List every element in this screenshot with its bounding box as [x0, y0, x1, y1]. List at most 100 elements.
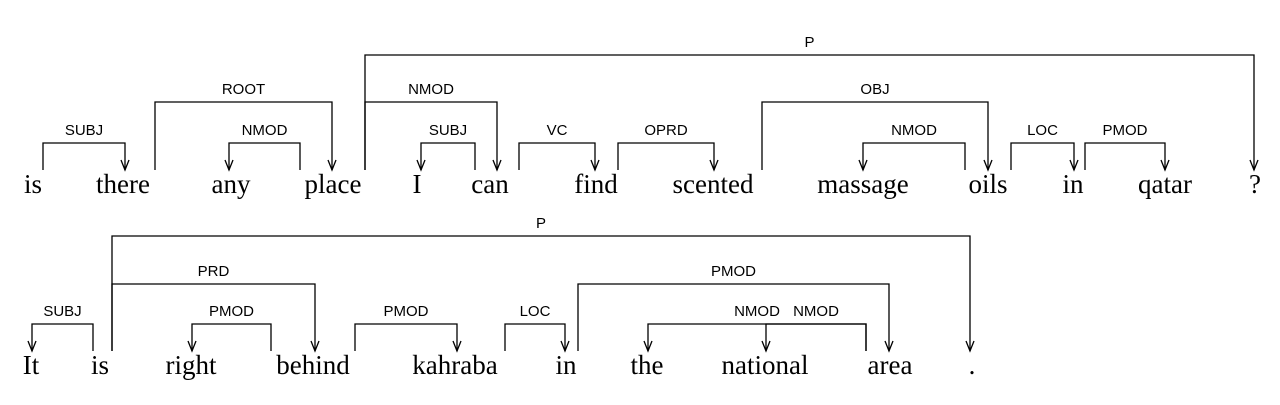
arc-line: [354, 323, 458, 351]
word-token: is: [24, 169, 42, 199]
arc-label: OPRD: [644, 122, 688, 139]
dependency-arc-subj: SUBJ: [27, 303, 94, 353]
arc-label: SUBJ: [43, 303, 81, 320]
arrowhead-icon: [709, 159, 719, 172]
word-token: can: [471, 169, 509, 199]
arc-label: PRD: [198, 263, 230, 280]
word-token: in: [555, 350, 577, 380]
dependency-arc-pmod: PMOD: [187, 303, 272, 353]
arc-line: [761, 101, 989, 170]
dependency-arc-nmod: NMOD: [224, 122, 301, 172]
word-token: oils: [968, 169, 1007, 199]
arc-line: [504, 323, 566, 351]
arc-line: [154, 101, 333, 170]
arc-line: [765, 323, 867, 351]
word-token: there: [96, 169, 150, 199]
arc-line: [518, 142, 596, 170]
dependency-arc-subj: SUBJ: [416, 122, 476, 172]
sentence-1: SUBJ ROOT NMOD P NMOD SUBJ VC OPRD OBJ NMOD LOC PMO…: [24, 34, 1261, 199]
arrowhead-icon: [884, 340, 894, 353]
arrowhead-icon: [858, 159, 868, 172]
dependency-arc-oprd: OPRD: [617, 122, 719, 172]
arrowhead-icon: [1069, 159, 1079, 172]
arc-label: LOC: [520, 303, 551, 320]
arc-label: PMOD: [209, 303, 254, 320]
dependency-arc-vc: VC: [518, 122, 600, 172]
arc-line: [617, 142, 715, 170]
arc-line: [364, 54, 1255, 170]
arc-line: [364, 101, 498, 170]
word-token: national: [722, 350, 809, 380]
word-token: scented: [673, 169, 754, 199]
word-token: ?: [1249, 169, 1261, 199]
word-token: is: [91, 350, 109, 380]
arc-line: [577, 283, 890, 351]
word-token: It: [23, 350, 40, 380]
arc-label: P: [536, 215, 546, 232]
arrowhead-icon: [120, 159, 130, 172]
word-token: place: [305, 169, 362, 199]
arrowhead-icon: [224, 159, 234, 172]
arc-label: PMOD: [711, 263, 756, 280]
arc-label: P: [804, 34, 814, 51]
word-token: area: [868, 350, 913, 380]
arc-label: OBJ: [860, 81, 889, 98]
dependency-arc-pmod: PMOD: [577, 263, 894, 353]
arc-line: [862, 142, 966, 170]
arc-label: NMOD: [891, 122, 937, 139]
word-token: find: [574, 169, 618, 199]
arrowhead-icon: [27, 340, 37, 353]
arrowhead-icon: [590, 159, 600, 172]
arc-label: ROOT: [222, 81, 265, 98]
arc-line: [1010, 142, 1075, 170]
word-token: qatar: [1138, 169, 1192, 199]
dependency-arc-root: ROOT: [154, 81, 337, 172]
arrowhead-icon: [761, 340, 771, 353]
arc-label: LOC: [1027, 122, 1058, 139]
arc-line: [111, 235, 971, 351]
arc-label: SUBJ: [65, 122, 103, 139]
dependency-arc-subj: SUBJ: [42, 122, 130, 172]
dependency-arc-nmod: NMOD: [858, 122, 966, 172]
arc-line: [420, 142, 476, 170]
arrowhead-icon: [416, 159, 426, 172]
arc-line: [228, 142, 301, 170]
dependency-arc-pmod: PMOD: [1084, 122, 1170, 172]
word-token: .: [969, 350, 976, 380]
dependency-arc-loc: LOC: [1010, 122, 1079, 172]
arc-label: SUBJ: [429, 122, 467, 139]
dependency-arc-obj: OBJ: [761, 81, 993, 172]
word-token: any: [212, 169, 251, 199]
dependency-arc-pmod: PMOD: [354, 303, 462, 353]
arc-line: [647, 323, 867, 351]
dependency-arc-nmod: NMOD: [364, 81, 502, 172]
arrowhead-icon: [643, 340, 653, 353]
word-token: I: [413, 169, 422, 199]
arc-label: NMOD: [408, 81, 454, 98]
arrowhead-icon: [1160, 159, 1170, 172]
arrowhead-icon: [492, 159, 502, 172]
word-token: massage: [817, 169, 908, 199]
arrowhead-icon: [327, 159, 337, 172]
arc-label: VC: [547, 122, 568, 139]
dependency-arc-loc: LOC: [504, 303, 570, 353]
word-token: right: [166, 350, 217, 380]
arrowhead-icon: [1249, 159, 1259, 172]
arrowhead-icon: [965, 340, 975, 353]
arrowhead-icon: [310, 340, 320, 353]
arc-label: PMOD: [1103, 122, 1148, 139]
arc-line: [31, 323, 94, 351]
dependency-arc-prd: PRD: [111, 263, 320, 353]
arc-label: NMOD: [793, 303, 839, 320]
word-token: kahraba: [412, 350, 497, 380]
arc-line: [42, 142, 126, 170]
arrowhead-icon: [452, 340, 462, 353]
arc-label: NMOD: [242, 122, 288, 139]
arc-line: [111, 283, 316, 351]
arrowhead-icon: [983, 159, 993, 172]
arc-label: PMOD: [384, 303, 429, 320]
arc-line: [1084, 142, 1166, 170]
word-token: behind: [276, 350, 350, 380]
